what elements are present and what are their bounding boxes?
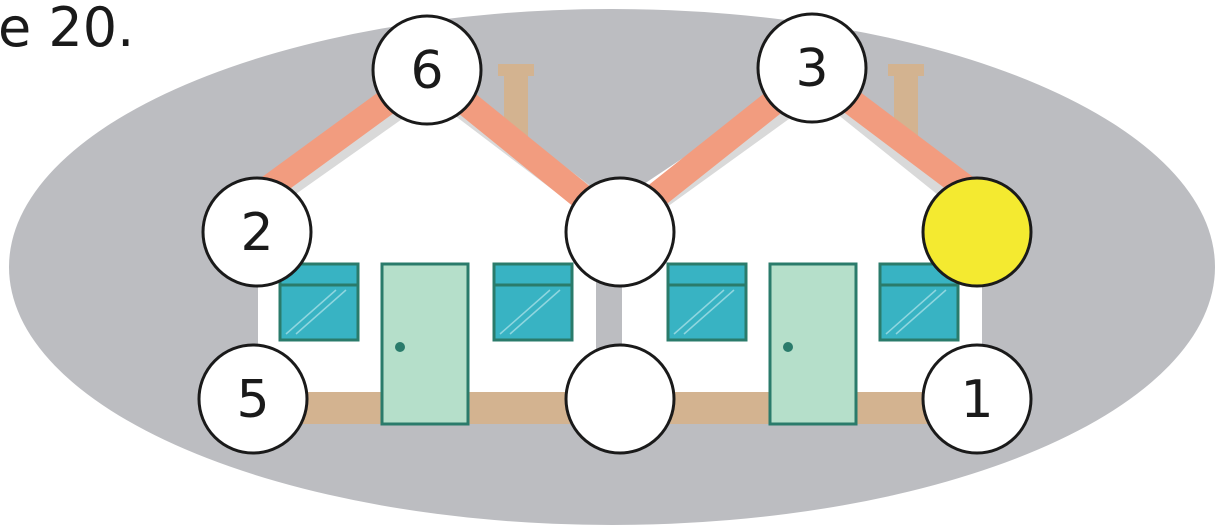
circle-label: 5	[236, 370, 269, 430]
doors	[380, 262, 858, 426]
circle-left-top[interactable]: 6	[371, 14, 483, 126]
door-knob-left	[395, 342, 405, 352]
number-circles: 5 2 6 3 1	[197, 12, 1033, 455]
chimney-cap-right	[888, 64, 924, 76]
circle-label: 1	[960, 370, 993, 430]
circle-label: 3	[795, 39, 828, 99]
circle-left-middle[interactable]: 2	[201, 176, 313, 288]
door-knob-right	[783, 342, 793, 352]
circle-right-top[interactable]: 3	[756, 12, 868, 124]
window-2	[492, 262, 574, 342]
circle-center-bottom[interactable]	[564, 343, 676, 455]
circle-label: 2	[240, 203, 273, 263]
door-right	[768, 262, 858, 426]
circle-right-middle-highlighted[interactable]	[921, 176, 1033, 288]
chimney-cap-left	[498, 64, 534, 76]
windows	[278, 262, 960, 342]
door-left	[380, 262, 470, 426]
window-3	[666, 262, 748, 342]
window-1	[278, 262, 360, 342]
circle-center-middle[interactable]	[564, 176, 676, 288]
instruction-text-fragment: e 20.	[0, 0, 134, 59]
circle-right-bottom[interactable]: 1	[921, 343, 1033, 455]
circle-left-bottom[interactable]: 5	[197, 343, 309, 455]
circle-label: 6	[410, 41, 443, 101]
